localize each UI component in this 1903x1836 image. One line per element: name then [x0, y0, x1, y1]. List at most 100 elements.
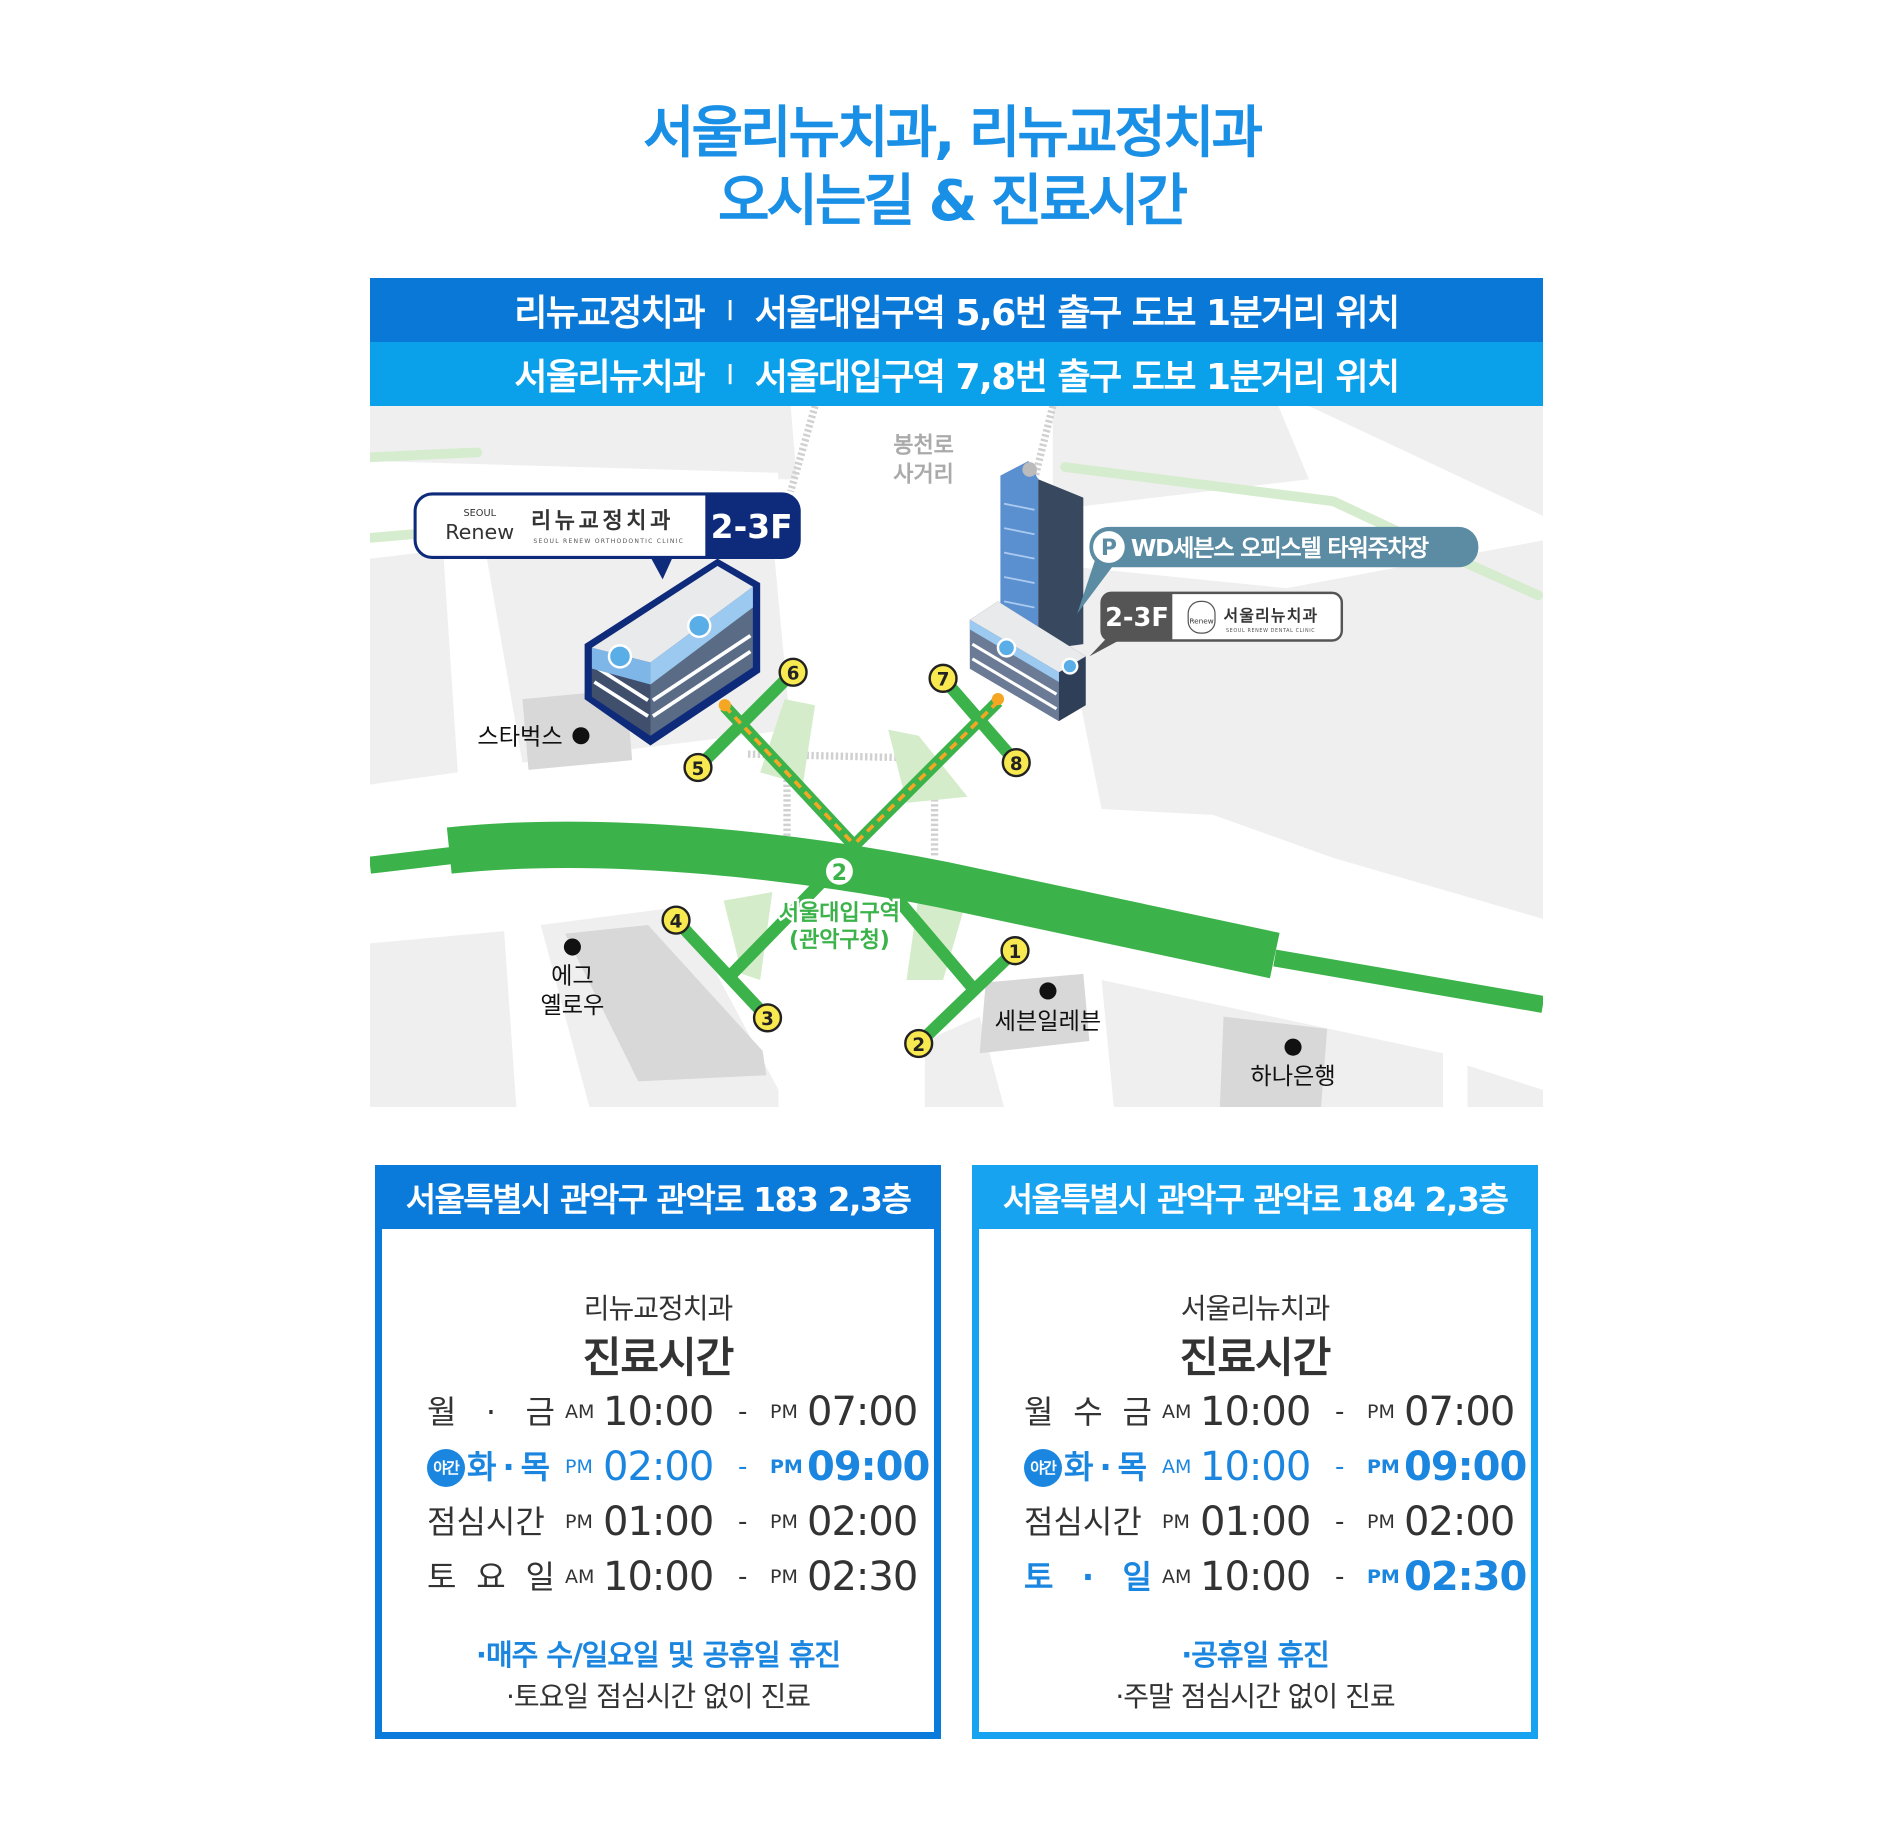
- ampm-start: AM: [565, 1566, 595, 1588]
- dental-logo: Renew: [1189, 616, 1213, 625]
- day-part: 점심시간: [427, 1503, 545, 1541]
- day-part: ·: [485, 1393, 497, 1431]
- poi-dot: [1039, 982, 1057, 1000]
- line-2-icon: [823, 855, 856, 888]
- exit-2-marker: 2: [904, 1028, 934, 1059]
- banner-clinic: 서울리뉴치과: [514, 357, 705, 398]
- route-start-dot: [718, 699, 731, 712]
- time-dash: -: [738, 1397, 748, 1427]
- day-label: 토·일: [1024, 1550, 1152, 1605]
- exit-7-marker: 7: [928, 663, 958, 693]
- banner-separator: I: [726, 357, 734, 391]
- end-time: 07:00: [1404, 1389, 1515, 1435]
- poi-egg-yellow: 에그 옐로우: [540, 938, 604, 1019]
- exit-number: 5: [692, 759, 705, 780]
- start-time: 10:00: [603, 1389, 714, 1435]
- exit-number: 6: [787, 664, 800, 685]
- day-part: 일: [525, 1558, 555, 1596]
- day-part: 요: [476, 1558, 506, 1596]
- time-dash: -: [1335, 1452, 1345, 1482]
- day-part: ·: [1099, 1448, 1112, 1486]
- banner-clinic: 리뉴교정치과: [514, 293, 705, 334]
- exit-1-marker: 1: [1000, 936, 1030, 966]
- tower-building-icon: [1000, 460, 1084, 651]
- time-dash: -: [738, 1562, 748, 1592]
- day-part: 목: [1117, 1448, 1148, 1486]
- dental-clinic-callout: 2-3F Renew 서울리뉴치과 SEOUL RENEW DENTAL CLI…: [1089, 591, 1344, 657]
- ortho-logo-top: SEOUL: [463, 508, 496, 519]
- ampm-start: AM: [1162, 1401, 1192, 1423]
- poi-label: 옐로우: [540, 992, 604, 1019]
- night-badge: 야간: [1024, 1448, 1062, 1487]
- ampm-end: PM: [1367, 1401, 1395, 1423]
- station-name: 서울대입구역: [779, 901, 900, 926]
- parking-callout: P WD세븐스 오피스텔 타워주차장: [1077, 526, 1479, 614]
- exit-circle: [904, 1028, 934, 1059]
- day-part: 금: [525, 1393, 555, 1431]
- exit-circle: [661, 905, 691, 935]
- route-start-dot: [991, 692, 1005, 706]
- poi-label: 세븐일레븐: [995, 1008, 1102, 1035]
- day-part: ·: [502, 1448, 515, 1486]
- map-green-trails: [370, 447, 1543, 601]
- ortho-name: 리뉴교정치과: [531, 509, 674, 534]
- time-dash: -: [738, 1507, 748, 1537]
- end-time: 02:00: [807, 1499, 918, 1545]
- page-title-line2: 오시는길 & 진료시간: [718, 169, 1188, 234]
- end-time: 02:30: [1404, 1554, 1527, 1600]
- ampm-end: PM: [770, 1511, 798, 1533]
- ampm-end: PM: [770, 1456, 803, 1478]
- poi-hana-bank: 하나은행: [1250, 1038, 1336, 1090]
- ampm-start: PM: [565, 1456, 593, 1478]
- ampm-start: PM: [1162, 1511, 1190, 1533]
- exit-number: 4: [670, 911, 683, 932]
- start-time: 10:00: [1200, 1554, 1311, 1600]
- ampm-end: PM: [1367, 1456, 1400, 1478]
- banner-dental: 서울리뉴치과 I 서울대입구역 7,8번 출구 도보 1분거리 위치: [370, 342, 1543, 406]
- poi-dot: [572, 727, 590, 745]
- exit-4-marker: 4: [661, 905, 691, 935]
- lunch-note: ·주말 점심시간 없이 진료: [1115, 1680, 1395, 1713]
- ortho-floor: 2-3F: [711, 507, 793, 546]
- clinic-name: 서울리뉴치과: [1180, 1292, 1331, 1325]
- day-part: 점심시간: [1024, 1503, 1142, 1541]
- exit-number: 2: [912, 1035, 925, 1056]
- ortho-logo: Renew: [445, 520, 514, 544]
- day-label: 점심시간: [427, 1495, 555, 1550]
- night-badge: 야간: [427, 1448, 465, 1487]
- exit-circle: [778, 657, 808, 687]
- ampm-end: PM: [770, 1566, 798, 1588]
- day-part: 화: [1064, 1448, 1094, 1486]
- exit-8-marker: 8: [1001, 747, 1031, 778]
- intersection-label: 봉천로: [893, 433, 954, 458]
- ampm-end: PM: [1367, 1566, 1400, 1588]
- end-time: 02:30: [807, 1554, 918, 1600]
- day-part: 월: [427, 1393, 457, 1431]
- exit-number: 7: [937, 670, 950, 691]
- exit-number: 8: [1010, 754, 1023, 775]
- banner-text: 서울대입구역 5,6번 출구 도보 1분거리 위치: [754, 293, 1400, 334]
- day-part: 토: [427, 1558, 457, 1596]
- day-part: ·: [1081, 1558, 1095, 1596]
- start-time: 01:00: [1200, 1499, 1311, 1545]
- exit-6-marker: 6: [778, 657, 808, 687]
- exit-number: 1: [1009, 942, 1022, 963]
- dental-english: SEOUL RENEW DENTAL CLINIC: [1226, 628, 1315, 634]
- start-time: 10:00: [603, 1554, 714, 1600]
- ampm-start: AM: [565, 1401, 595, 1423]
- time-dash: -: [1335, 1562, 1345, 1592]
- day-part: 수: [1073, 1393, 1103, 1431]
- end-time: 07:00: [807, 1389, 918, 1435]
- day-label: 월 · 금: [427, 1385, 555, 1440]
- dental-name: 서울리뉴치과: [1224, 606, 1319, 625]
- poi-dot: [563, 938, 581, 956]
